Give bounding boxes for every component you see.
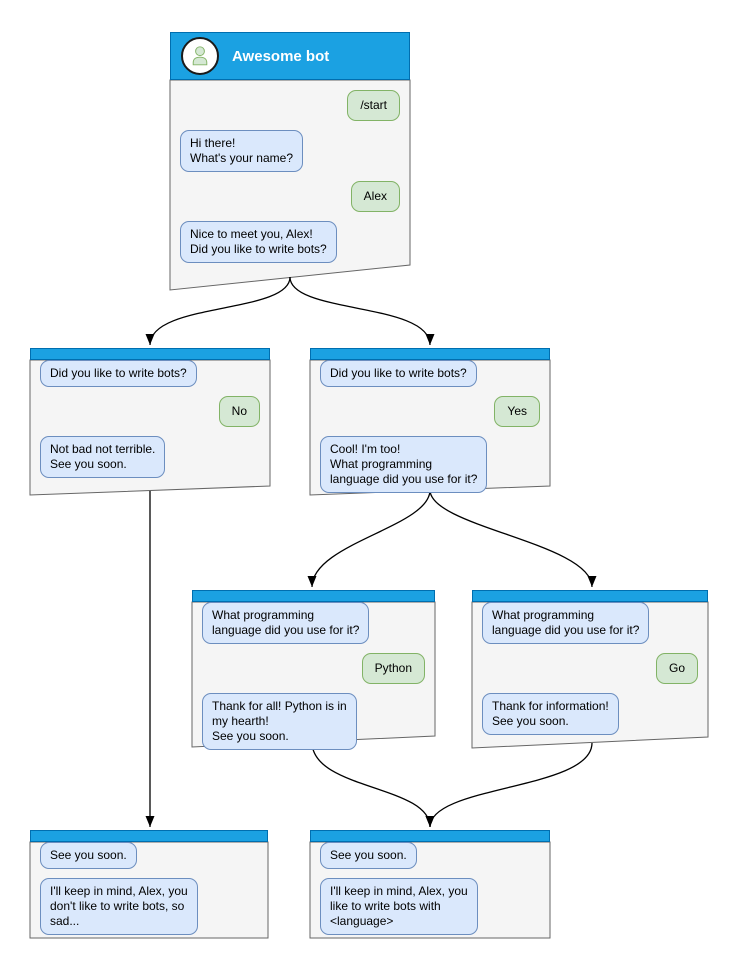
user-message-bubble: No (218, 396, 260, 427)
chat-window-header-branch-no (30, 348, 270, 360)
chat-window-header-branch-yes (310, 348, 550, 360)
bot-message-bubble: What programming language did you use fo… (482, 602, 650, 644)
person-icon (192, 46, 208, 66)
chat-title: Awesome bot (232, 47, 330, 65)
user-message-bubble: Python (361, 653, 425, 684)
bot-message-bubble: Not bad not terrible. See you soon. (40, 436, 166, 478)
chat-window-header-end-yes (310, 830, 550, 842)
edge-branch-yes-to-branch-python (307, 489, 431, 588)
user-message-bubble: Alex (350, 181, 400, 212)
bot-message-bubble: Nice to meet you, Alex! Did you like to … (180, 221, 337, 263)
bot-message-bubble: I'll keep in mind, Alex, you like to wri… (320, 878, 478, 935)
edge-branch-go-to-end-yes (425, 742, 593, 828)
chat-messages-branch-yes: Did you like to write bots? Yes Cool! I'… (310, 360, 550, 495)
bot-message-bubble: See you soon. (40, 842, 137, 869)
user-message-bubble: /start (347, 90, 400, 121)
bot-message-bubble: Thank for information! See you soon. (482, 693, 619, 735)
user-message-bubble: Yes (494, 396, 540, 427)
chat-messages-end-no: See you soon. I'll keep in mind, Alex, y… (30, 842, 268, 938)
bot-message-bubble: Did you like to write bots? (320, 360, 477, 387)
chat-window-header-awesome-bot: Awesome bot (170, 32, 410, 80)
chat-messages-end-yes: See you soon. I'll keep in mind, Alex, y… (310, 842, 550, 938)
bot-message-bubble: Hi there! What's your name? (180, 130, 304, 172)
edge-branch-yes-to-branch-go (429, 489, 597, 588)
chat-messages-branch-go: What programming language did you use fo… (472, 602, 708, 747)
bot-message-bubble: Did you like to write bots? (40, 360, 197, 387)
chat-messages-branch-no: Did you like to write bots? No Not bad n… (30, 360, 270, 495)
chat-window-header-end-no (30, 830, 268, 842)
edge-awesome-bot-to-branch-no (145, 276, 291, 346)
chat-messages-branch-python: What programming language did you use fo… (192, 602, 435, 750)
bot-message-bubble: Thank for all! Python is in my hearth! S… (202, 693, 357, 750)
chat-messages-awesome-bot: /start Hi there! What's your name? Alex … (170, 80, 410, 280)
bot-message-bubble: What programming language did you use fo… (202, 602, 370, 644)
user-message-bubble: Go (655, 653, 698, 684)
edge-branch-python-to-end-yes (311, 741, 435, 828)
edge-awesome-bot-to-branch-yes (289, 276, 435, 346)
bot-message-bubble: I'll keep in mind, Alex, you don't like … (40, 878, 198, 935)
bot-message-bubble: See you soon. (320, 842, 417, 869)
chat-window-header-branch-python (192, 590, 435, 602)
chat-window-header-branch-go (472, 590, 708, 602)
bot-message-bubble: Cool! I'm too! What programming language… (320, 436, 488, 493)
avatar (181, 37, 219, 75)
